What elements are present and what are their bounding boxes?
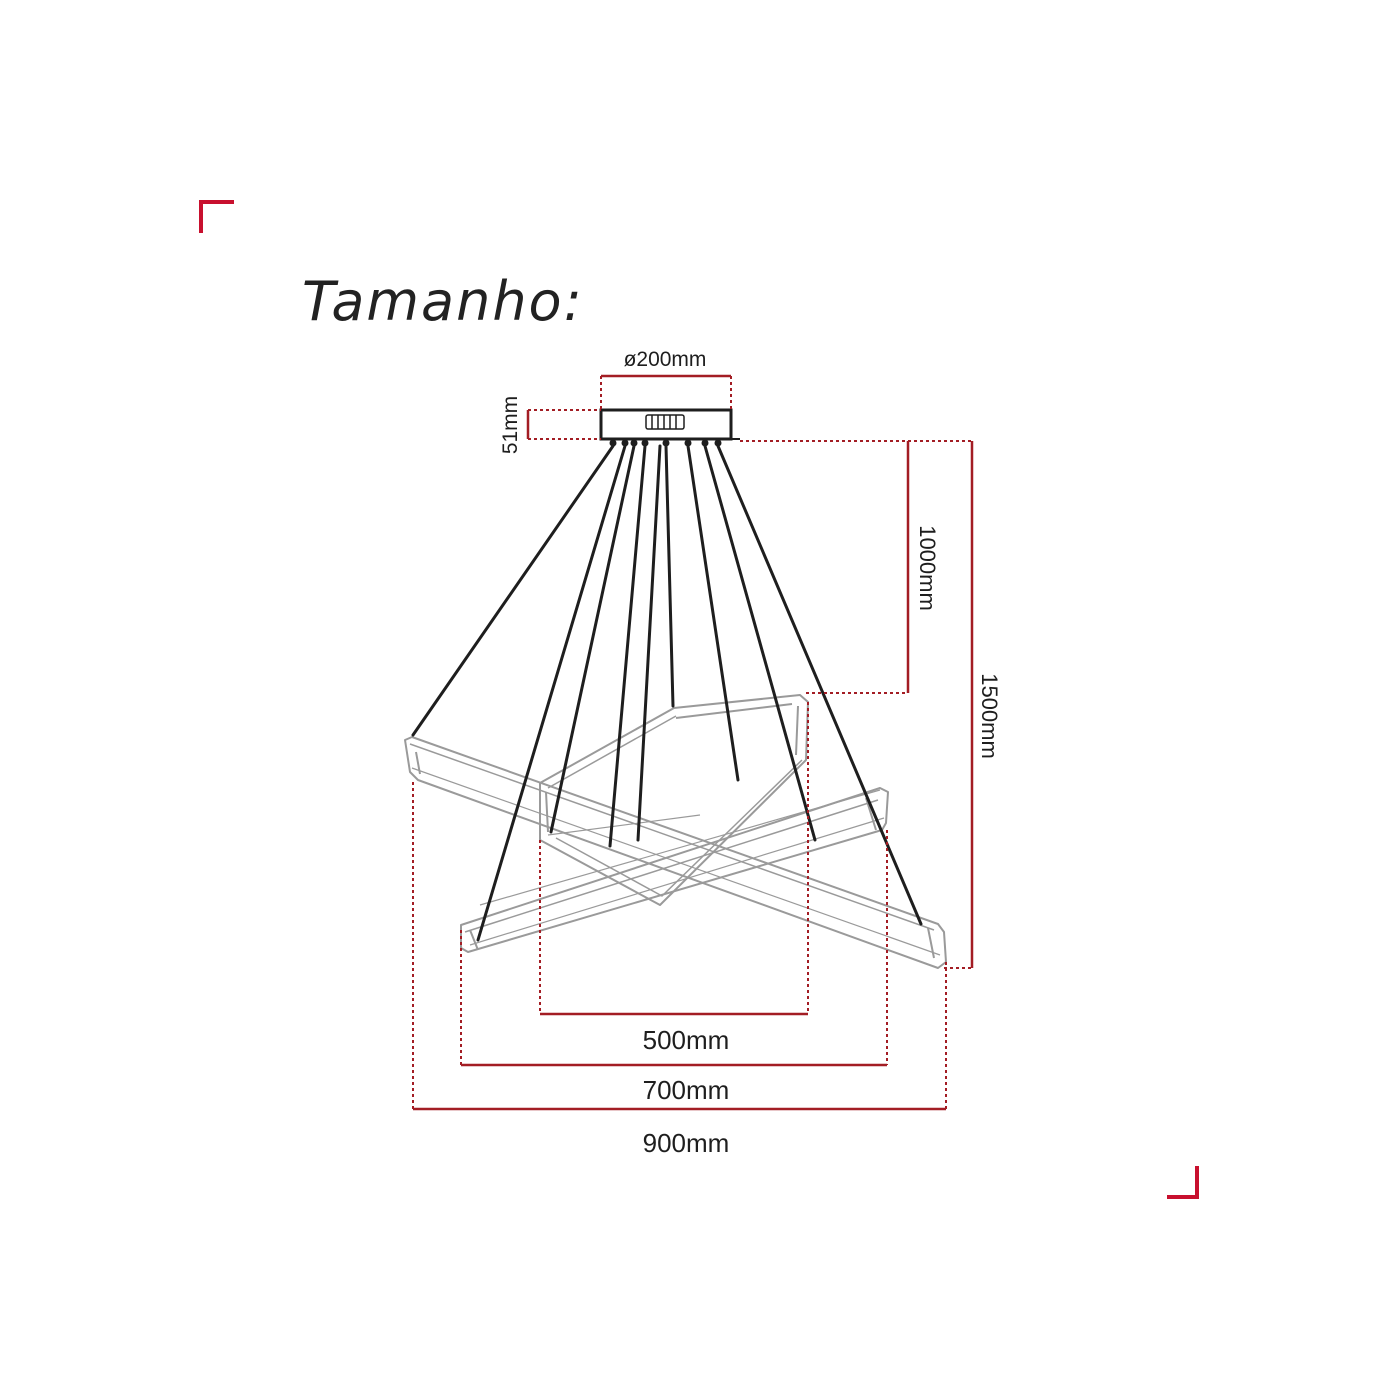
dimension-lines: [412, 374, 974, 1111]
canopy-height-label: 51mm: [499, 396, 522, 454]
small-ring: [539, 694, 809, 906]
corner-bracket-bottom-right: [1167, 1166, 1199, 1199]
ceiling-canopy: [599, 408, 740, 447]
medium-ring-width-label: 700mm: [643, 1075, 730, 1105]
small-ring-width-label: 500mm: [643, 1025, 730, 1055]
large-ring-width-label: 900mm: [643, 1128, 730, 1158]
page-title: Tamanho:: [302, 270, 584, 333]
canopy-diameter-label: ø200mm: [624, 348, 707, 371]
suspension-cables: [411, 444, 923, 942]
total-drop-label: 1500mm: [977, 673, 1002, 759]
upper-drop-label: 1000mm: [915, 525, 940, 611]
ring-group: [404, 694, 947, 969]
corner-bracket-top-left: [199, 200, 234, 233]
